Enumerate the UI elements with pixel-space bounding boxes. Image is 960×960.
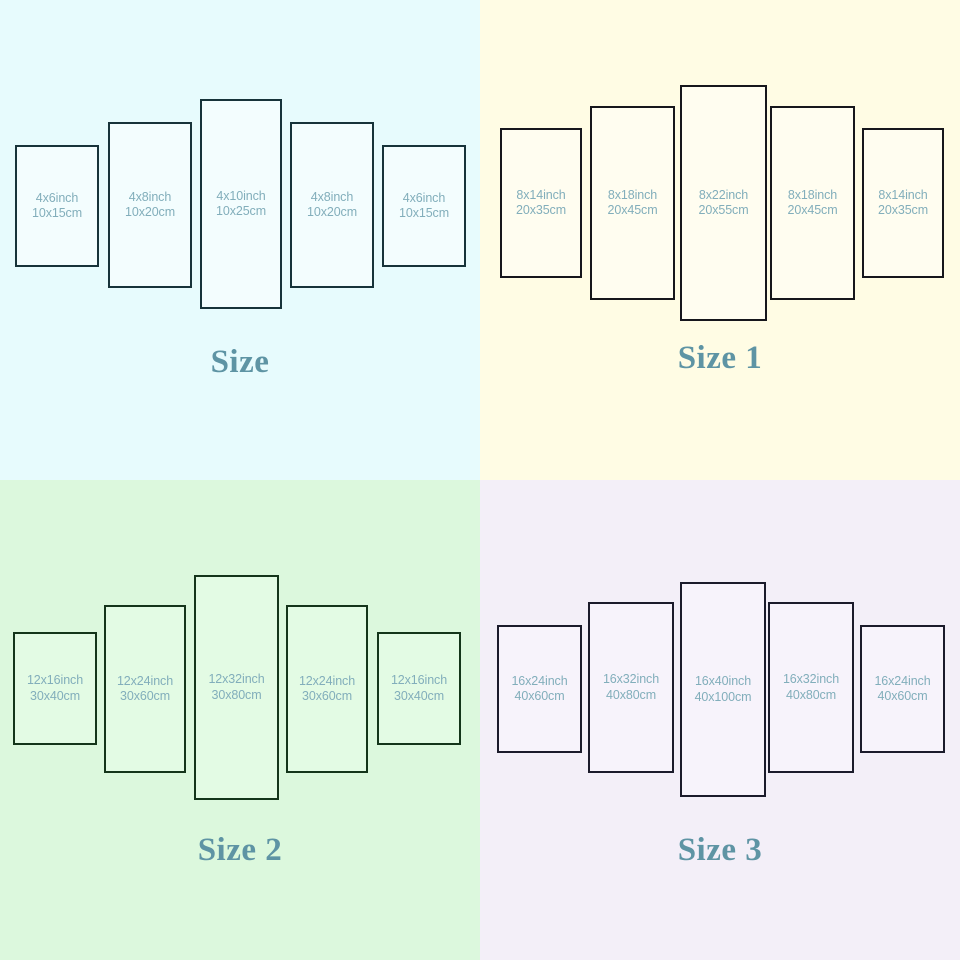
size-group-title-size-3: Size 3 — [677, 832, 763, 868]
panel-size-inches: 8x18inch — [607, 187, 658, 202]
panel-size-inches: 12x16inch — [26, 673, 84, 688]
panel-size-inches: 4x6inch — [35, 190, 79, 205]
panel-size-centimeters: 20x35cm — [877, 203, 929, 217]
size-group-title-size: Size — [210, 344, 270, 380]
panel-size-inches: 4x8inch — [310, 189, 354, 204]
panel-size-centimeters: 20x45cm — [787, 203, 838, 217]
panel-size-centimeters: 10x25cm — [215, 204, 267, 218]
panel-size-inches: 16x40inch — [694, 674, 752, 689]
panel-size-inches: 8x14inch — [878, 187, 928, 202]
panel-size-centimeters: 10x15cm — [398, 206, 450, 220]
panel-size-inches: 12x24inch — [116, 673, 174, 688]
panel-size-centimeters: 30x60cm — [301, 689, 353, 703]
panel-size-centimeters: 20x45cm — [607, 203, 658, 217]
panel-size-centimeters: 30x80cm — [211, 687, 262, 702]
panel-size-centimeters: 30x40cm — [29, 688, 81, 703]
panel-size-inches: 4x6inch — [402, 190, 446, 205]
panel-size-centimeters: 20x35cm — [515, 203, 567, 217]
panel-size-inches: 8x18inch — [787, 187, 838, 202]
size-group-title-size-2: Size 2 — [197, 832, 283, 868]
panel-size-centimeters: 30x60cm — [119, 689, 171, 703]
panel-size-inches: 16x24inch — [874, 673, 931, 688]
panel-size-inches: 16x24inch — [511, 673, 568, 688]
panel-size-inches: 8x22inch — [698, 187, 749, 202]
panel-size-centimeters: 40x80cm — [785, 687, 837, 702]
panel-size-inches: 12x24inch — [298, 673, 356, 688]
panel-size-centimeters: 10x20cm — [306, 205, 358, 219]
panel-size-centimeters: 30x40cm — [393, 688, 445, 703]
panel-size-inches: 8x14inch — [516, 187, 566, 202]
panel-size-inches: 4x10inch — [216, 188, 266, 203]
panel-size-inches: 16x32inch — [782, 672, 840, 687]
panel-size-inches: 12x16inch — [390, 673, 448, 688]
panel-size-centimeters: 40x60cm — [514, 689, 565, 703]
size-group-title-size-1: Size 1 — [677, 340, 763, 376]
panel-size-inches: 16x32inch — [602, 672, 660, 687]
panel-size-inches: 12x32inch — [208, 672, 265, 687]
panel-size-centimeters: 40x100cm — [694, 689, 752, 704]
panel-size-centimeters: 20x55cm — [698, 203, 749, 217]
panel-size-centimeters: 40x80cm — [605, 687, 657, 702]
panel-size-centimeters: 10x15cm — [31, 206, 83, 220]
panel-size-centimeters: 10x20cm — [124, 205, 176, 219]
panel-size-inches: 4x8inch — [128, 189, 172, 204]
panel-size-centimeters: 40x60cm — [877, 689, 928, 703]
